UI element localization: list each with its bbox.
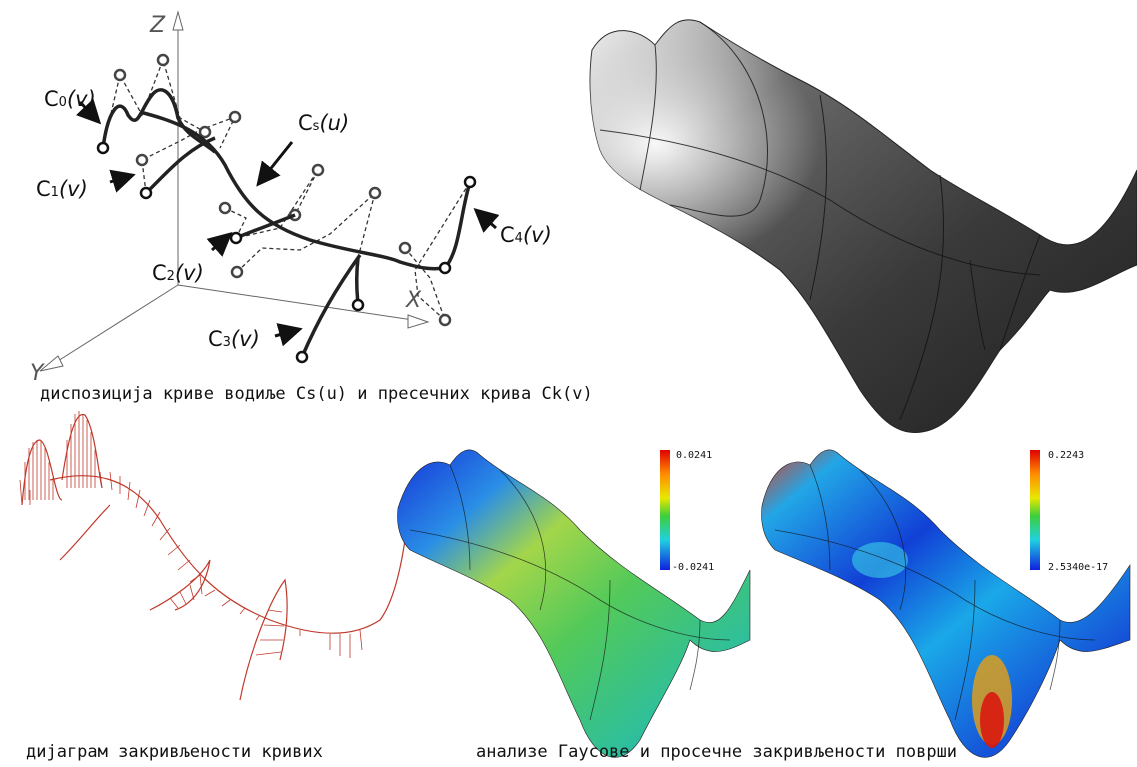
x-axis-label: X: [405, 288, 422, 313]
label-c3: C3(v): [208, 327, 260, 351]
caption-top: диспозиција криве водиље Cs(u) и пресечн…: [40, 384, 593, 404]
mean-curvature-surface: 0.2243 2.5340e-17: [761, 449, 1131, 758]
label-cs: Cs(u): [298, 111, 349, 135]
gaussian-colorbar: [660, 450, 670, 570]
axes: [39, 10, 430, 372]
surface-render: [589, 19, 1137, 434]
y-axis-label: Y: [30, 361, 45, 386]
label-c1: C1(v): [36, 177, 88, 201]
gaussian-min-label: -0.0241: [672, 562, 714, 573]
disposition-diagram: Z X Y: [30, 10, 552, 386]
caption-bottom-left: дијаграм закривљености кривих: [26, 742, 323, 762]
z-axis-label: Z: [149, 13, 166, 38]
label-c4: C4(v): [500, 223, 552, 247]
caption-bottom-right: анализе Гаусове и просечне закривљености…: [476, 742, 958, 762]
label-c2: C2(v): [152, 261, 204, 285]
mean-min-label: 2.5340e-17: [1048, 562, 1108, 573]
mean-colorbar: [1030, 450, 1040, 570]
label-c0: C0(v): [44, 87, 96, 111]
gaussian-max-label: 0.0241: [676, 450, 712, 461]
curvature-plot: [19, 411, 406, 701]
mean-max-label: 0.2243: [1048, 450, 1084, 461]
guide-curve: [139, 110, 446, 271]
gaussian-curvature-surface: 0.0241 -0.0241: [397, 449, 751, 758]
